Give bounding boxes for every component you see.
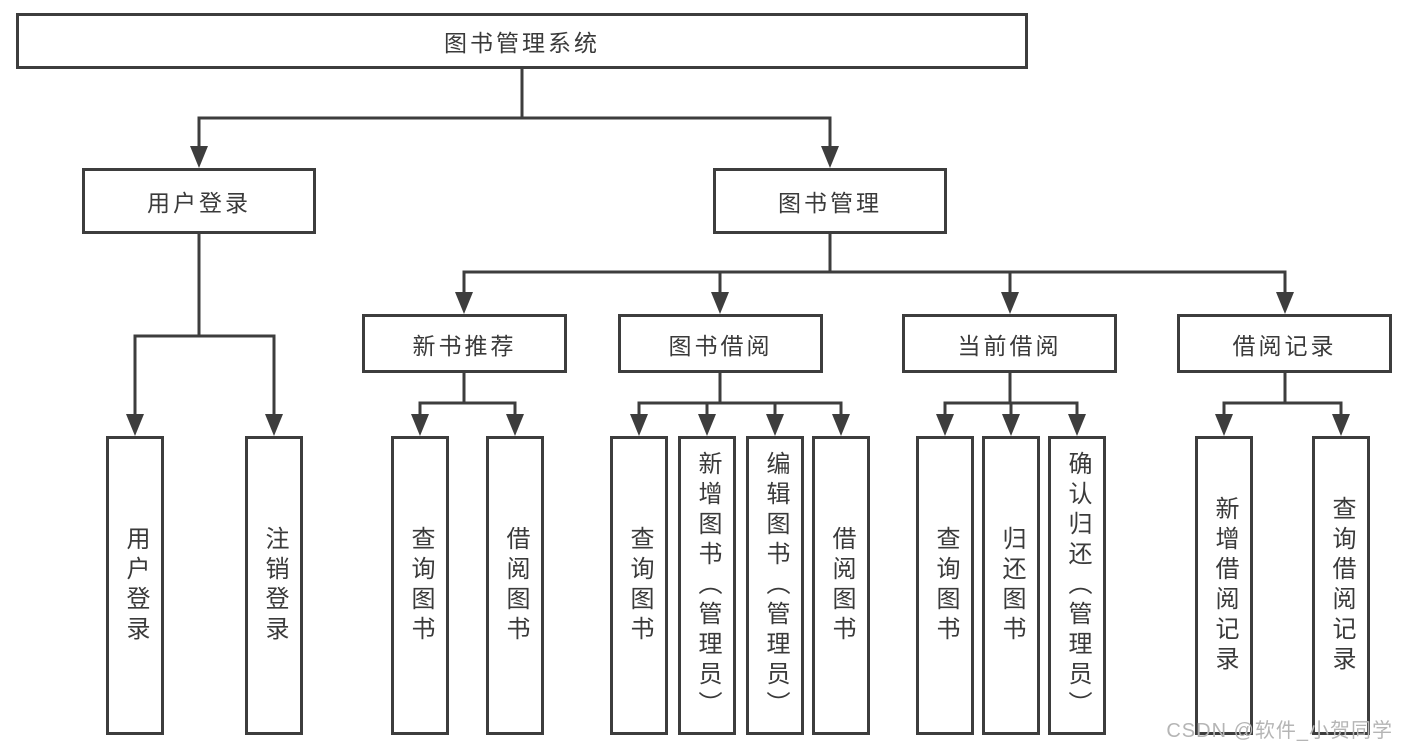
leaf-bb-query-books: 查询图书 [610,436,668,735]
leaf-cb-query-books-label: 查询图书 [932,525,959,646]
leaf-br-query-record-label: 查询借阅记录 [1328,495,1355,676]
leaf-cb-confirm-return-admin: 确认归还（管理员） [1048,436,1106,735]
leaf-bb-borrow-books: 借阅图书 [812,436,870,735]
node-book-borrowing: 图书借阅 [618,314,823,373]
leaf-user-login-label: 用户登录 [122,525,149,646]
leaf-bb-edit-books-admin-label: 编辑图书（管理员） [762,450,789,721]
node-borrowing-records-label: 借阅记录 [1232,332,1337,359]
node-borrowing-records: 借阅记录 [1177,314,1392,373]
leaf-cb-query-books: 查询图书 [916,436,974,735]
node-user-login: 用户登录 [82,168,316,234]
leaf-logout-label: 注销登录 [261,525,288,646]
node-book-management-label: 图书管理 [778,190,882,216]
leaf-bb-query-books-label: 查询图书 [626,525,653,646]
leaf-rec-borrow-books: 借阅图书 [486,436,544,735]
leaf-cb-return-books-label: 归还图书 [998,525,1025,646]
leaf-rec-query-books: 查询图书 [391,436,449,735]
leaf-logout: 注销登录 [245,436,303,735]
leaf-cb-confirm-return-admin-label: 确认归还（管理员） [1064,450,1091,721]
node-book-management: 图书管理 [713,168,947,234]
leaf-bb-add-books-admin-label: 新增图书（管理员） [694,450,721,721]
leaf-bb-edit-books-admin: 编辑图书（管理员） [746,436,804,735]
leaf-bb-add-books-admin: 新增图书（管理员） [678,436,736,735]
node-user-login-label: 用户登录 [147,190,251,216]
leaf-rec-borrow-books-label: 借阅图书 [502,525,529,646]
node-new-book-recommend: 新书推荐 [362,314,567,373]
leaf-user-login: 用户登录 [106,436,164,735]
leaf-cb-return-books: 归还图书 [982,436,1040,735]
leaf-rec-query-books-label: 查询图书 [407,525,434,646]
node-root-label: 图书管理系统 [444,30,600,56]
csdn-watermark: CSDN @软件_小贺同学 [1166,720,1393,742]
leaf-bb-borrow-books-label: 借阅图书 [828,525,855,646]
node-root: 图书管理系统 [16,13,1028,69]
node-current-borrowing: 当前借阅 [902,314,1117,373]
node-current-borrowing-label: 当前借阅 [957,332,1062,359]
arrowheads [126,146,1350,436]
node-new-book-recommend-label: 新书推荐 [412,332,517,359]
leaf-br-query-record: 查询借阅记录 [1312,436,1370,735]
leaf-br-add-record-label: 新增借阅记录 [1211,495,1238,676]
leaf-br-add-record: 新增借阅记录 [1195,436,1253,735]
node-book-borrowing-label: 图书借阅 [668,332,773,359]
